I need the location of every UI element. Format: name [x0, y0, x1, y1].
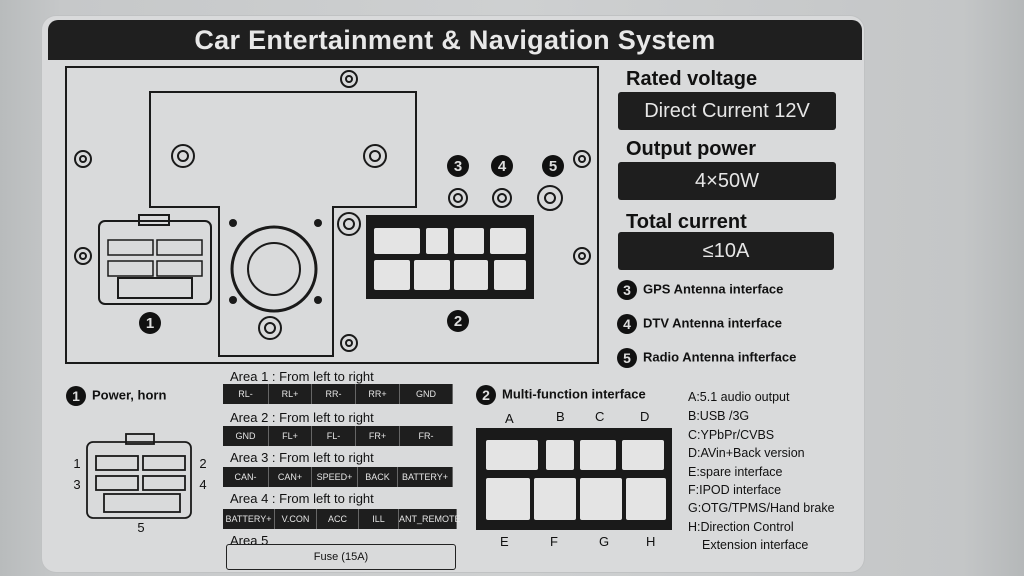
antenna-label-dtv: DTV Antenna interface	[643, 315, 782, 331]
connector-1-fuse	[117, 277, 193, 299]
multifunction-heading: 2 Multi-function interface	[476, 385, 646, 405]
multifunction-num: 2	[476, 385, 496, 405]
title-bar	[48, 20, 862, 60]
power-label: Power, horn	[92, 387, 167, 403]
antenna-num-5: 5	[617, 348, 637, 368]
connector-2-sockets	[374, 228, 526, 290]
legend-b: B:USB /3G	[688, 409, 750, 423]
antenna-item-radio: 5 Radio Antenna infterface	[617, 348, 796, 368]
area-3-pin: BACK	[358, 467, 398, 487]
area-2-title: Area 2 : From left to right	[230, 410, 374, 425]
fan-outer	[230, 225, 318, 313]
legend-a: A:5.1 audio output	[688, 390, 790, 404]
power-connector-detail	[86, 433, 192, 519]
area-3-pin: BATTERY+	[398, 467, 453, 487]
output-power-label: Output power	[626, 138, 756, 160]
marker-4-label: 4	[498, 158, 507, 175]
area-3-pin: SPEED+	[312, 467, 358, 487]
antenna-label-radio: Radio Antenna infterface	[643, 349, 797, 365]
label-title: Car Entertainment & Navigation System	[194, 25, 716, 55]
area-1-pin: RL-	[223, 384, 269, 404]
area-4-pin: ANT_REMOTE	[399, 509, 461, 529]
screw-holes	[74, 70, 591, 352]
rated-voltage-label: Rated voltage	[626, 68, 758, 90]
area-4-pin: ILL	[359, 509, 399, 529]
letter-h: H	[646, 534, 656, 549]
area-3-title: Area 3 : From left to right	[230, 450, 374, 465]
antenna-num-3: 3	[617, 280, 637, 300]
total-current-value: ≤10A	[618, 232, 834, 270]
area-1-pin: RR-	[312, 384, 356, 404]
marker-2-label: 2	[454, 313, 462, 330]
diagram-number-markers	[139, 155, 564, 334]
area-1-pin: RR+	[356, 384, 400, 404]
power-pin-1: 1	[73, 456, 80, 471]
area-4-pin: V.CON	[275, 509, 317, 529]
antenna-item-dtv: 4 DTV Antenna interface	[617, 314, 782, 334]
fuse-box: Fuse (15A)	[226, 544, 456, 570]
marker-1-label: 1	[146, 315, 154, 332]
fan-inner	[247, 242, 301, 296]
power-pin-3: 3	[73, 477, 80, 492]
legend-e: E:spare interface	[688, 465, 783, 479]
power-pin-4: 4	[199, 477, 206, 492]
area-3-pin: CAN-	[223, 467, 269, 487]
area-1-pin: RL+	[269, 384, 312, 404]
rated-voltage-value: Direct Current 12V	[618, 92, 836, 130]
letter-b: B	[556, 409, 565, 424]
output-power-value: 4×50W	[618, 162, 836, 200]
multifunction-sockets	[486, 440, 666, 520]
area-4-pin: ACC	[317, 509, 359, 529]
area-4-title: Area 4 : From left to right	[230, 491, 374, 506]
legend-h: H:Direction Control	[688, 520, 794, 534]
legend-f: F:IPOD interface	[688, 483, 782, 497]
total-current-label: Total current	[626, 211, 747, 233]
letter-f: F	[550, 534, 558, 549]
legend-g: G:OTG/TPMS/Hand brake	[688, 501, 835, 515]
antenna-item-gps: 3 GPS Antenna interface	[617, 280, 783, 300]
power-num: 1	[66, 386, 86, 406]
multifunction-label: Multi-function interface	[502, 386, 646, 402]
legend-c: C:YPbPr/CVBS	[688, 428, 775, 442]
letter-d: D	[640, 409, 650, 424]
diagram-frame	[65, 66, 599, 364]
connector-1-housing	[98, 220, 212, 305]
area-1-pin: GND	[400, 384, 453, 404]
area-3-pin: CAN+	[269, 467, 312, 487]
area-2-pin: FL-	[312, 426, 356, 446]
power-pin-2: 2	[199, 456, 206, 471]
power-pin-5: 5	[137, 520, 144, 535]
power-heading: 1 Power, horn	[66, 386, 166, 406]
legend-h-cont: Extension interface	[702, 538, 809, 552]
marker-5-label: 5	[549, 158, 557, 175]
letter-e: E	[500, 534, 509, 549]
connector-1-pins	[107, 239, 203, 277]
connector-1-tab	[138, 214, 170, 226]
chassis-outline	[149, 91, 417, 357]
letter-c: C	[595, 409, 605, 424]
area-2-pin: GND	[223, 426, 269, 446]
letter-a: A	[505, 411, 514, 426]
area-2-pin: FR+	[356, 426, 400, 446]
marker-3-label: 3	[454, 158, 462, 175]
antenna-label-gps: GPS Antenna interface	[643, 281, 784, 297]
antenna-num-4: 4	[617, 314, 637, 334]
area-4-pin: BATTERY+	[223, 509, 275, 529]
area-2-pin: FL+	[269, 426, 312, 446]
area-1-title: Area 1 : From left to right	[230, 369, 374, 384]
area-2-pin: FR-	[400, 426, 453, 446]
letter-g: G	[599, 534, 610, 549]
legend-d: D:AVin+Back version	[688, 446, 805, 460]
